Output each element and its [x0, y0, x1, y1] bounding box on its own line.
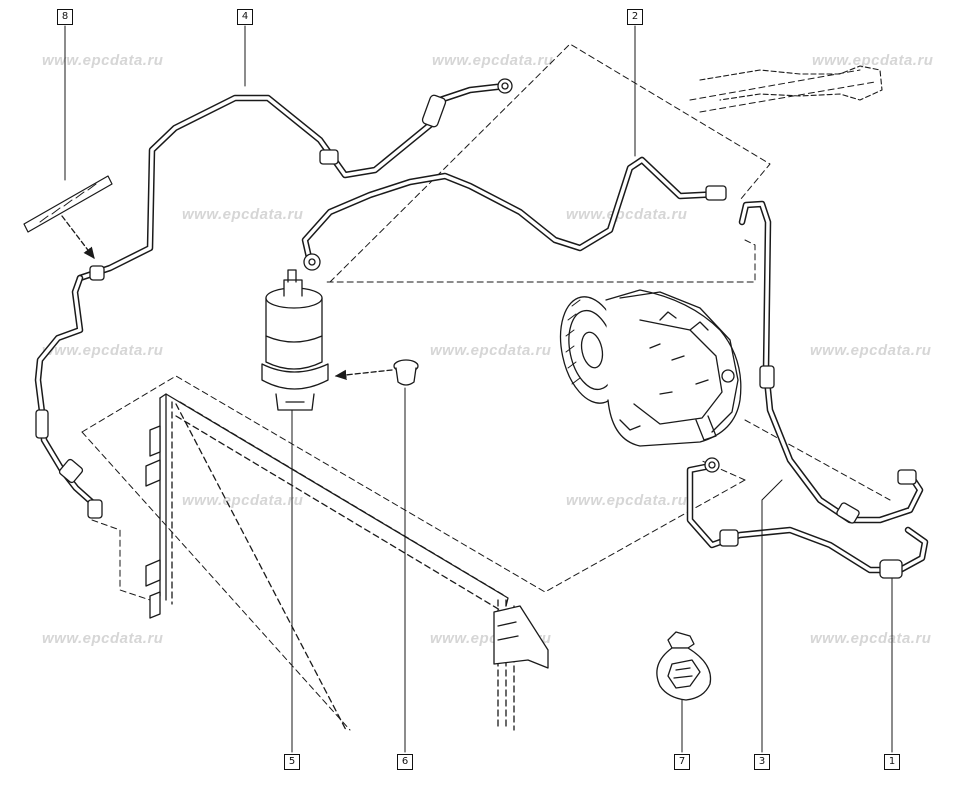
orifice-8 [23, 175, 113, 260]
compressor [559, 289, 742, 447]
callout-3: 3 [754, 754, 770, 770]
phantom-frame-upper [324, 43, 876, 283]
plug-6 [334, 359, 419, 386]
callout-6: 6 [397, 754, 413, 770]
callout-4: 4 [237, 9, 253, 25]
callout-8: 8 [57, 9, 73, 25]
callout-1: 1 [884, 754, 900, 770]
callout-2: 2 [627, 9, 643, 25]
callout-5: 5 [284, 754, 300, 770]
seal-kit-bag-7 [656, 631, 712, 701]
callout-7: 7 [674, 754, 690, 770]
condenser [145, 393, 549, 731]
hose-3-and-1 [686, 200, 929, 579]
pipe-2 [301, 156, 727, 271]
ghost-pipe [699, 65, 883, 101]
pipe-4 [34, 78, 513, 519]
receiver-drier-5 [261, 269, 329, 411]
phantom-frame-lower [81, 375, 891, 731]
leader-lines [64, 25, 893, 753]
